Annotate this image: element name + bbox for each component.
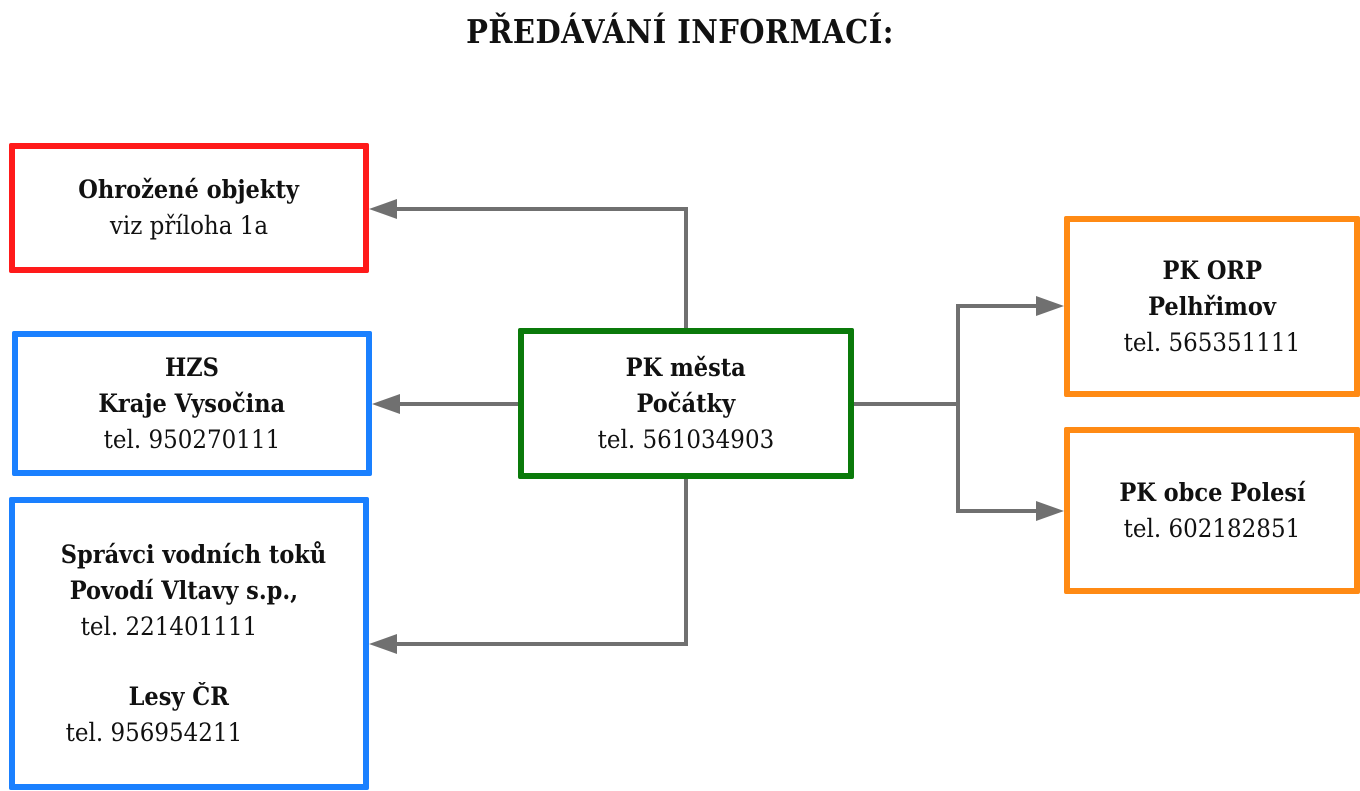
orp-line2: Pelhřimov — [1148, 291, 1276, 321]
water-line1: Správci vodních toků — [61, 539, 327, 569]
node-threatened-objects: Ohrožené objekty viz příloha 1a — [9, 143, 369, 273]
arrowhead-threatened — [369, 199, 397, 219]
arrowhead-polesi — [1036, 501, 1064, 521]
node-water-managers: Správci vodních toků Povodí Vltavy s.p.,… — [9, 497, 369, 790]
node-obce-polesi: PK obce Polesí tel. 602182851 — [1064, 427, 1360, 594]
arrow-to-orp — [854, 304, 1049, 406]
water-line3: Lesy ČR — [128, 681, 230, 711]
water-phone1: tel. 221401111 — [80, 611, 258, 641]
arrow-to-water — [384, 479, 688, 646]
center-line2: Počátky — [636, 388, 736, 418]
threatened-name: Ohrožené objekty — [78, 175, 300, 204]
hzs-line1: HZS — [165, 352, 219, 382]
orp-phone: tel. 565351111 — [1123, 327, 1301, 357]
node-center-pocatky: PK města Počátky tel. 561034903 — [518, 328, 854, 479]
arrowhead-orp — [1036, 296, 1064, 316]
center-phone: tel. 561034903 — [597, 424, 775, 454]
water-phone2: tel. 956954211 — [65, 717, 243, 747]
diagram-title: PŘEDÁVÁNÍ INFORMACÍ: — [466, 12, 894, 51]
threatened-note: viz příloha 1a — [109, 211, 269, 240]
hzs-line2: Kraje Vysočina — [98, 388, 286, 418]
arrow-to-polesi — [956, 404, 1049, 513]
polesi-phone: tel. 602182851 — [1123, 513, 1301, 543]
arrow-to-threatened — [384, 207, 688, 328]
node-orp-pelhrimov: PK ORP Pelhřimov tel. 565351111 — [1064, 216, 1360, 397]
water-line2: Povodí Vltavy s.p., — [69, 575, 299, 605]
node-hzs: HZS Kraje Vysočina tel. 950270111 — [12, 331, 372, 476]
arrowhead-hzs — [372, 394, 400, 414]
polesi-line1: PK obce Polesí — [1118, 477, 1306, 507]
orp-line1: PK ORP — [1162, 255, 1262, 285]
center-line1: PK města — [625, 352, 747, 382]
arrowhead-water — [369, 634, 397, 654]
hzs-phone: tel. 950270111 — [103, 424, 281, 454]
